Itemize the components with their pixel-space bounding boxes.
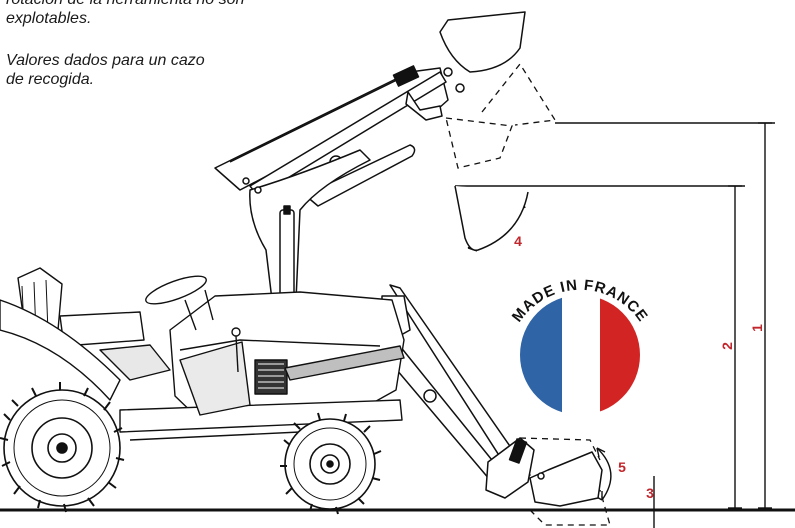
tractor [0, 267, 405, 441]
dimension-label-3: 3 [646, 485, 654, 501]
flag-red [600, 295, 640, 415]
note-tool-rotation: rotación de la herramienta no son explot… [6, 0, 244, 27]
bucket-lowered-outline [519, 437, 611, 526]
dimension-label-5: 5 [618, 459, 626, 475]
dimension-label-1: 1 [749, 324, 765, 332]
rear-wheel [0, 382, 125, 513]
bucket-rotation-outline [445, 62, 557, 169]
front-wheel [280, 412, 382, 515]
flag-white [562, 295, 600, 415]
made-in-france-badge: MADE IN FRANCE [509, 277, 650, 415]
loader-arm-raised [214, 11, 526, 307]
loader-arm-lowered [379, 284, 603, 507]
note-values-bucket: Valores dados para un cazo de recogida. [6, 52, 205, 88]
bucket-raised-low [454, 185, 529, 251]
dimension-label-4: 4 [514, 233, 522, 249]
dimension-label-2: 2 [719, 342, 735, 350]
